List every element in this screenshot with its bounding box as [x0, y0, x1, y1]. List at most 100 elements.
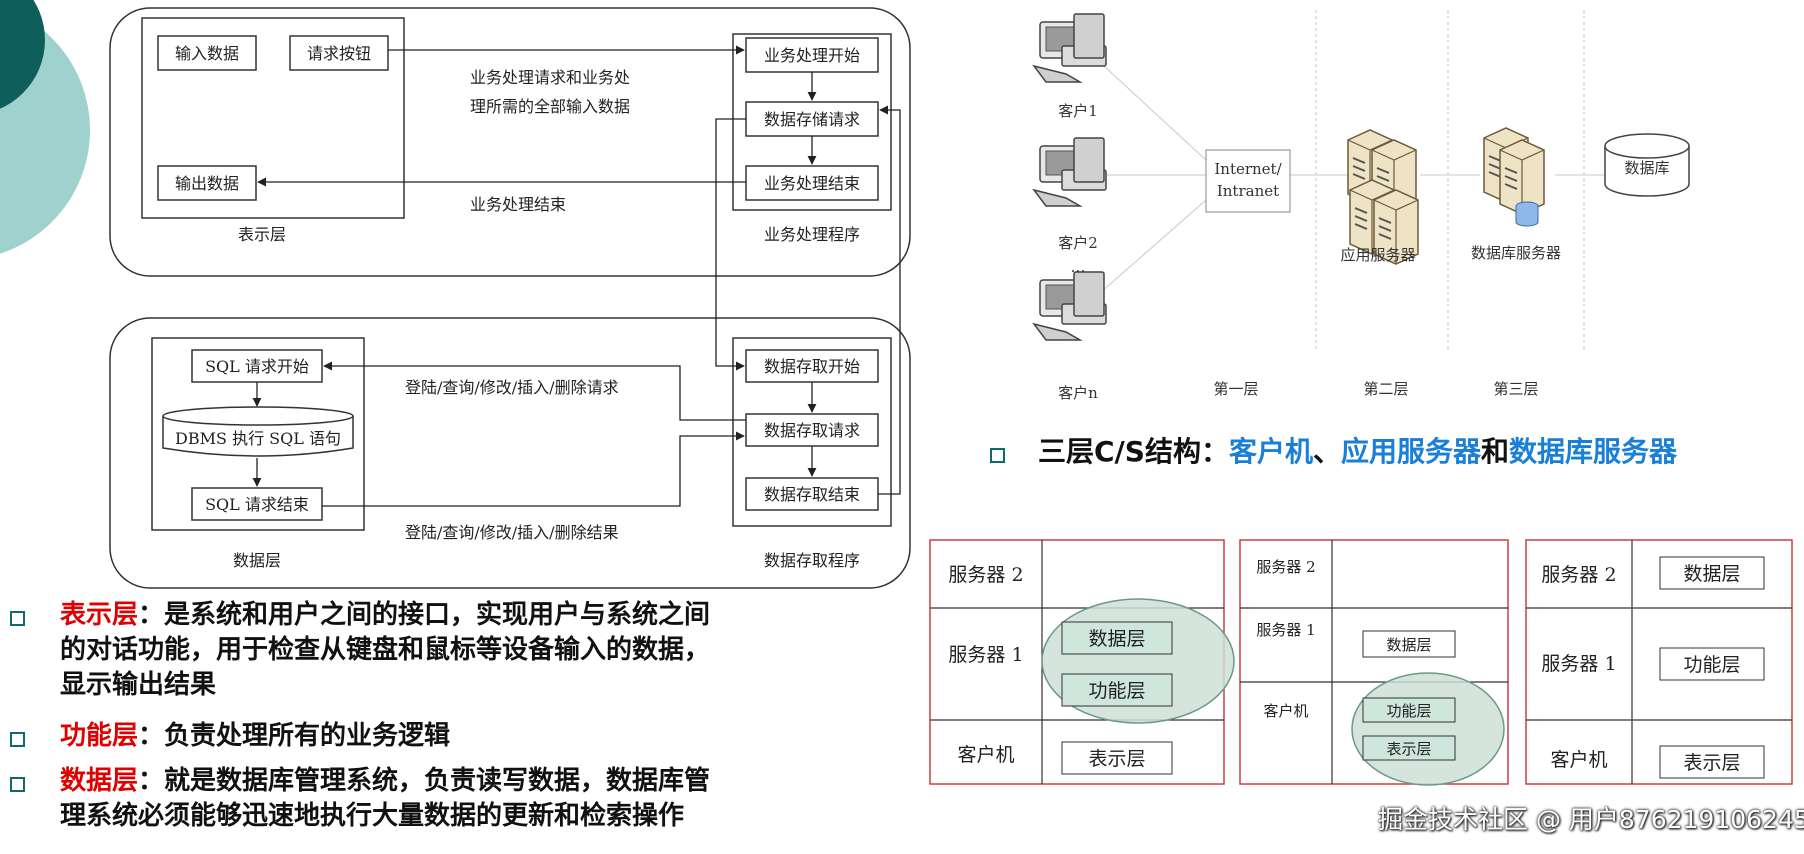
- bullet1-text1: ：是系统和用户之间的接口，实现用户与系统之间: [138, 600, 711, 630]
- presentation-layer-caption: 表示层: [238, 225, 286, 244]
- output-data-label: 输出数据: [175, 174, 239, 193]
- watermark: 掘金技术社区 @ 用户876219106245: [1378, 805, 1804, 834]
- sql-end-label: SQL 请求结束: [205, 495, 309, 514]
- bullet3-keyword: 数据层: [60, 766, 139, 796]
- cs-and: 和: [1481, 435, 1510, 468]
- network-diagram: 客户1 客户2 … 客户n Internet/ Intranet 应用服务器 数…: [1033, 10, 1690, 402]
- bullet2-text1: ：负责处理所有的业务逻辑: [138, 721, 451, 751]
- crud-result-text: 登陆/查询/修改/插入/删除结果: [405, 523, 619, 542]
- presentation-container: [109, 7, 911, 277]
- flow-diagram: 输入数据 请求按钮 输出数据 业务处理开始 数据存储请求 业务处理结束 表示层 …: [109, 7, 911, 589]
- corner-decoration: [0, 0, 90, 254]
- app-server-label: 应用服务器: [1340, 246, 1415, 264]
- bullet2-icon: [10, 732, 25, 747]
- bullet3-line2: 理系统必须能够迅速地执行大量数据的更新和检索操作: [60, 801, 685, 831]
- layout-3: 服务器 2 服务器 1 客户机 数据层 功能层 表示层: [1525, 539, 1793, 785]
- l2-func-layer: 功能层: [1386, 702, 1431, 720]
- bullet1-icon: [10, 611, 25, 626]
- cs-prefix: 三层C/S结构：: [1038, 435, 1229, 468]
- db-server-icon: [1483, 127, 1545, 227]
- request-text-line2: 理所需的全部输入数据: [470, 97, 630, 116]
- l2-server1: 服务器 1: [1256, 621, 1315, 639]
- access-frame: [732, 337, 892, 527]
- l2-data-layer: 数据层: [1386, 636, 1431, 654]
- clientn-label: 客户n: [1058, 384, 1098, 402]
- l2-present-layer: 表示层: [1386, 740, 1431, 758]
- biz-start-label: 业务处理开始: [764, 46, 860, 65]
- dbms-cylinder-top: [162, 406, 354, 426]
- l3-server2: 服务器 2: [1541, 564, 1616, 586]
- crud-request-text: 登陆/查询/修改/插入/删除请求: [405, 378, 619, 397]
- l3-server1: 服务器 1: [1541, 653, 1616, 675]
- l1-data-layer: 数据层: [1088, 628, 1145, 650]
- deployment-layouts: 服务器 2 服务器 1 客户机 数据层 功能层 表示层 服务器 2 服务器 1 …: [929, 539, 1793, 786]
- l3-data-layer: 数据层: [1683, 563, 1740, 585]
- client2-label: 客户2: [1058, 234, 1098, 252]
- result-text: 业务处理结束: [470, 195, 566, 214]
- data-layer-caption: 数据层: [233, 551, 281, 570]
- cs-sep: 、: [1312, 435, 1341, 468]
- tier1-label: 第一层: [1213, 380, 1258, 398]
- clientn-computer-icon: [1033, 271, 1107, 341]
- bullet1-line2: 的对话功能，用于检查从键盘和鼠标等设备输入的数据，: [60, 635, 711, 665]
- l2-server2: 服务器 2: [1256, 558, 1315, 576]
- bullet2-line1: 功能层：负责处理所有的业务逻辑: [60, 720, 450, 753]
- dbms-label: DBMS 执行 SQL 语句: [175, 429, 341, 448]
- access-request-label: 数据存取请求: [764, 421, 860, 440]
- l1-client: 客户机: [957, 744, 1014, 766]
- access-end-label: 数据存取结束: [764, 485, 860, 504]
- decor-circle-dark: [0, 0, 45, 109]
- l1-func-layer: 功能层: [1088, 680, 1145, 702]
- l3-present-layer: 表示层: [1683, 752, 1740, 774]
- bullet3-icon: [10, 777, 25, 792]
- l3-client: 客户机: [1550, 749, 1607, 771]
- data-frame: [151, 337, 365, 531]
- layout-1: 服务器 2 服务器 1 客户机 数据层 功能层 表示层: [929, 539, 1235, 785]
- data-container: [109, 317, 911, 589]
- app-server-icon: [1347, 129, 1419, 265]
- layout-2: 服务器 2 服务器 1 客户机 数据层 功能层 表示层: [1239, 539, 1509, 786]
- business-program-caption: 业务处理程序: [764, 225, 860, 244]
- client1-computer-icon: [1033, 13, 1107, 83]
- bullet1-line3: 显示输出结果: [60, 670, 217, 700]
- biz-end-box: [745, 165, 879, 201]
- business-frame: [732, 33, 892, 211]
- db-server-label: 数据库服务器: [1471, 244, 1561, 262]
- database-label: 数据库: [1624, 159, 1669, 177]
- input-data-label: 输入数据: [175, 44, 239, 63]
- request-button-box: [289, 35, 389, 71]
- access-program-caption: 数据存取程序: [764, 551, 860, 570]
- data-store-request-label: 数据存储请求: [764, 110, 860, 129]
- presentation-frame: [141, 17, 405, 219]
- bullet3-text1: ：就是数据库管理系统，负责读写数据，数据库管: [138, 766, 711, 796]
- internet-label-2: Intranet: [1217, 182, 1279, 200]
- access-start-label: 数据存取开始: [764, 357, 860, 376]
- sql-end-box: [191, 487, 323, 521]
- output-data-box: [157, 165, 257, 201]
- cs-heading: 三层C/S结构：客户机、应用服务器和数据库服务器: [1038, 430, 1677, 470]
- client1-label: 客户1: [1058, 102, 1098, 120]
- client2-computer-icon: [1033, 137, 1107, 207]
- cs-client: 客户机: [1228, 435, 1313, 468]
- clients-ellipsis: …: [1071, 258, 1086, 276]
- l2-client: 客户机: [1263, 702, 1308, 720]
- internet-label-1: Internet/: [1214, 160, 1282, 178]
- database-cylinder-icon: [1604, 133, 1690, 197]
- tier3-label: 第三层: [1493, 380, 1538, 398]
- cs-bullet-icon: [990, 448, 1005, 463]
- dbms-cylinder-body: [162, 416, 354, 457]
- biz-end-label: 业务处理结束: [764, 174, 860, 193]
- internet-box: [1205, 149, 1291, 213]
- cs-db: 数据库服务器: [1509, 435, 1678, 468]
- l3-func-layer: 功能层: [1683, 654, 1740, 676]
- layout2-highlight: [1351, 672, 1505, 786]
- bullet1-keyword: 表示层: [60, 600, 139, 630]
- l1-server1: 服务器 1: [948, 644, 1023, 666]
- bullet3-line1: 数据层：就是数据库管理系统，负责读写数据，数据库管: [60, 765, 710, 798]
- bullet1-line1: 表示层：是系统和用户之间的接口，实现用户与系统之间: [60, 599, 710, 632]
- sql-start-label: SQL 请求开始: [205, 357, 309, 376]
- request-button-label: 请求按钮: [307, 44, 371, 63]
- bullet2-keyword: 功能层: [60, 721, 139, 751]
- request-text-line1: 业务处理请求和业务处: [470, 68, 630, 87]
- l1-server2: 服务器 2: [948, 564, 1023, 586]
